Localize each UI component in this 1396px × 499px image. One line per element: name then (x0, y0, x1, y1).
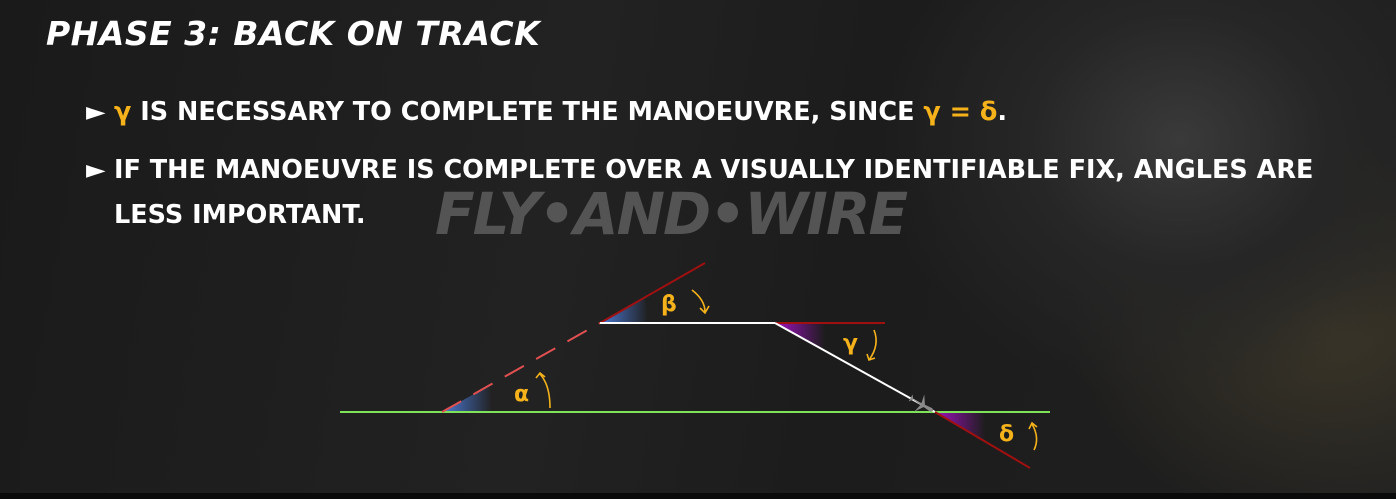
gamma-label: γ (843, 331, 858, 356)
beta-label: β (661, 292, 677, 317)
gamma-arrow-icon (866, 329, 877, 362)
bullet-2: ► IF THE MANOEUVRE IS COMPLETE OVER A VIS… (86, 148, 1354, 238)
aircraft-icon (908, 394, 934, 412)
bullet-arrow-icon: ► (86, 155, 106, 185)
bottom-bar (0, 493, 1396, 499)
gamma-symbol: γ (114, 97, 132, 127)
alpha-extension-dashed (441, 322, 601, 413)
slide-title: PHASE 3: BACK ON TRACK (46, 14, 541, 53)
bullet-1: ► γ IS NECESSARY TO COMPLETE THE MANOEUVR… (86, 90, 1346, 135)
return-leg-line (774, 322, 936, 413)
watermark-logo: FLY•AND•WIRE (435, 180, 908, 248)
beta-reference-line (599, 262, 706, 324)
delta-label: δ (999, 422, 1014, 447)
bullet-arrow-icon: ► (86, 97, 106, 127)
delta-reference-line (934, 411, 1031, 469)
alpha-label: α (514, 382, 529, 407)
beta-arrow-icon (691, 289, 710, 315)
alpha-arrow-icon (535, 371, 551, 409)
bullet-text: IF THE MANOEUVRE IS COMPLETE OVER A VISU… (114, 155, 1314, 230)
bullet-text: IS NECESSARY TO COMPLETE THE MANOEUVRE, … (131, 97, 924, 127)
bullet-period: . (997, 97, 1008, 127)
equation: γ = δ (923, 97, 998, 127)
delta-arrow-icon (1028, 421, 1038, 451)
